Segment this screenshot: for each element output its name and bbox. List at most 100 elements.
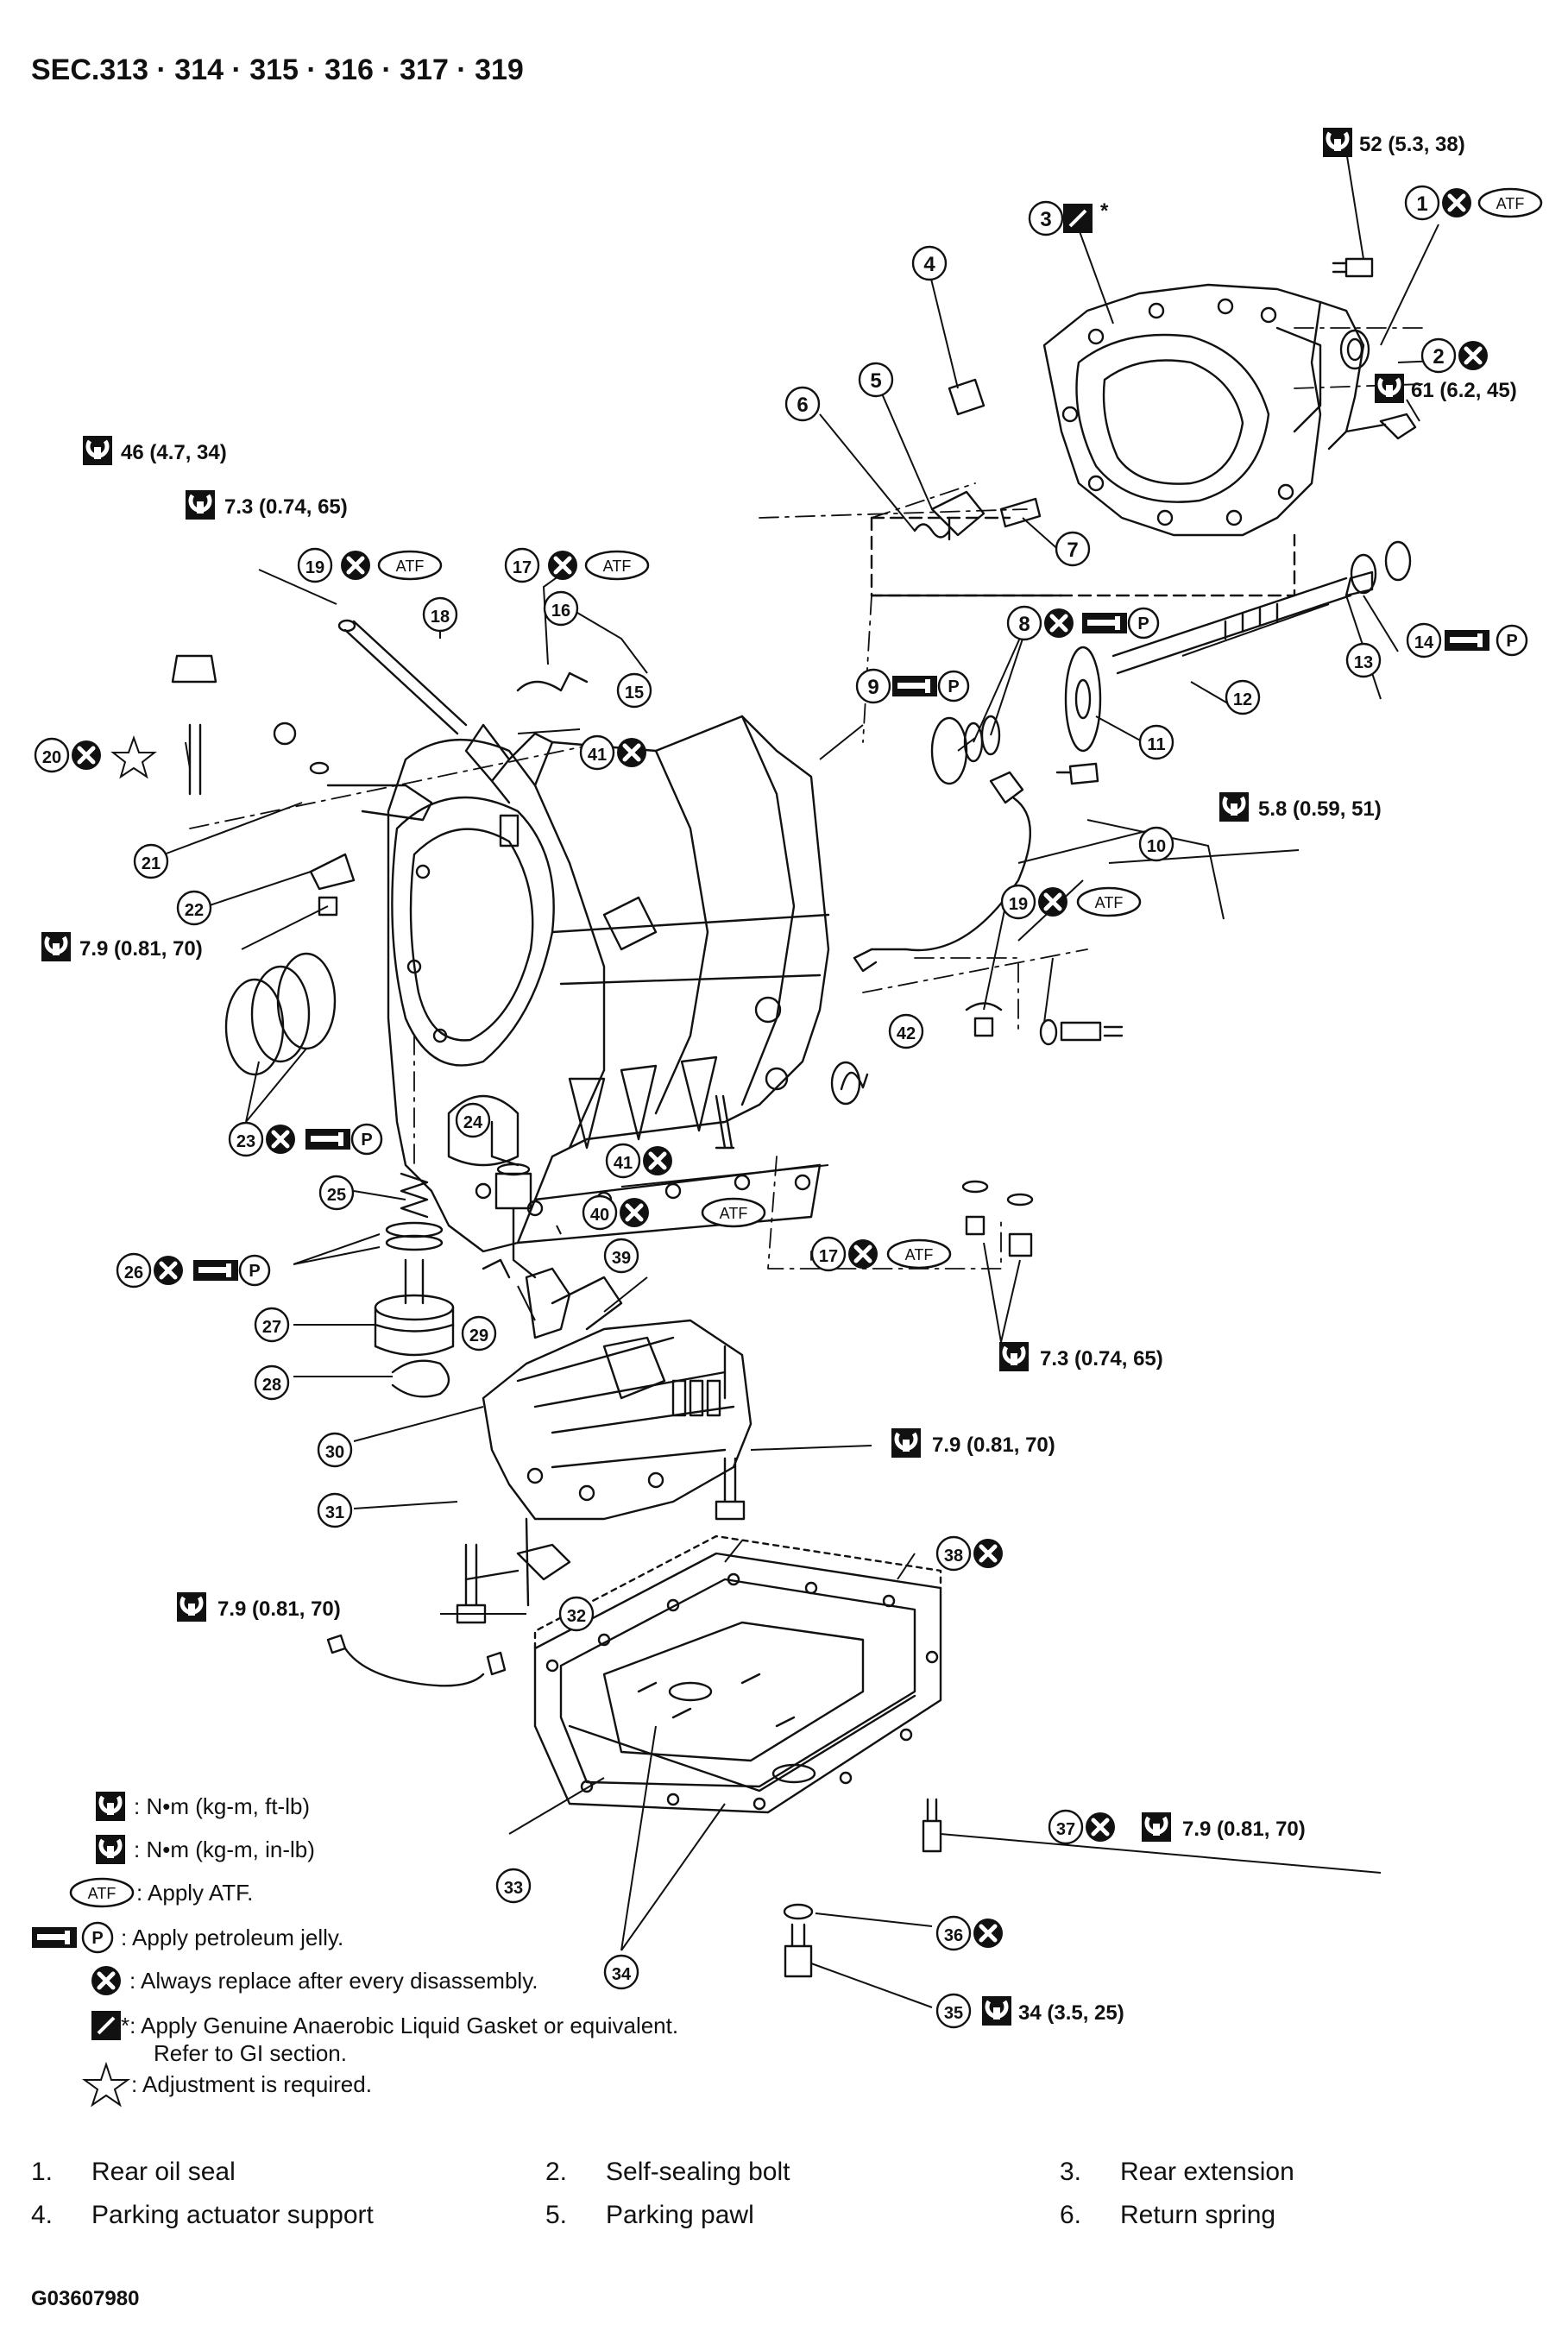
svg-text:: N•m (kg-m, in-lb): : N•m (kg-m, in-lb) bbox=[134, 1837, 315, 1862]
parking-pawl bbox=[930, 490, 986, 541]
callout-32: 32 bbox=[558, 1596, 595, 1632]
svg-text:8: 8 bbox=[1018, 613, 1030, 636]
output-shaft bbox=[1111, 570, 1374, 675]
svg-text:ATF: ATF bbox=[905, 1246, 934, 1263]
svg-text:41: 41 bbox=[588, 746, 607, 765]
torque-spec-7-3-upper: 7.3 (0.74, 65) bbox=[186, 490, 348, 520]
rear-oil-seal bbox=[1339, 329, 1370, 370]
callout-16: 16 bbox=[543, 590, 579, 627]
svg-text:19: 19 bbox=[1009, 895, 1028, 914]
torque-spec-7-9-pan: 7.9 (0.81, 70) bbox=[1142, 1812, 1306, 1842]
svg-text:15: 15 bbox=[625, 684, 644, 703]
callout-34: 34 bbox=[603, 1954, 639, 1990]
svg-text:46 (4.7, 34): 46 (4.7, 34) bbox=[121, 441, 227, 464]
detent-lever bbox=[507, 732, 554, 761]
callout-6: 6 bbox=[784, 386, 821, 422]
svg-text:*: Apply Genuine Anaerobic Liq: *: Apply Genuine Anaerobic Liquid Gasket… bbox=[121, 2013, 678, 2038]
svg-text:7.9 (0.81, 70): 7.9 (0.81, 70) bbox=[79, 937, 203, 961]
svg-text:22: 22 bbox=[185, 901, 204, 920]
parking-gear bbox=[1064, 646, 1102, 753]
svg-text:36: 36 bbox=[944, 1926, 963, 1945]
callout-24: 24 bbox=[455, 1102, 491, 1138]
callout-1: 1 bbox=[1404, 185, 1440, 221]
svg-text:35: 35 bbox=[944, 2004, 963, 2023]
svg-text:10: 10 bbox=[1147, 837, 1166, 856]
torque-wrench-icon bbox=[96, 1792, 125, 1821]
callout-22: 22 bbox=[176, 890, 212, 926]
section-title: SEC.313 · 314 · 315 · 316 · 317 · 319 bbox=[31, 54, 524, 86]
rear-extension bbox=[1042, 283, 1365, 537]
svg-text:61 (6.2, 45): 61 (6.2, 45) bbox=[1411, 379, 1517, 402]
svg-text:17: 17 bbox=[513, 558, 532, 577]
legend-row-replace: : Always replace after every disassembly… bbox=[91, 1966, 538, 1995]
torque-spec-52: 52 (5.3, 38) bbox=[1323, 128, 1465, 157]
torque-spec-5-8: 5.8 (0.59, 51) bbox=[1219, 792, 1382, 822]
svg-text:: Always replace after every d: : Always replace after every disassembly… bbox=[129, 1968, 538, 1994]
svg-text:ATF: ATF bbox=[720, 1205, 748, 1222]
svg-text:P: P bbox=[361, 1131, 372, 1150]
atf-symbols: ATF ATF ATF ATF ATF ATF bbox=[377, 187, 1543, 1270]
parking-actuator bbox=[464, 1543, 571, 1581]
svg-text:: Apply petroleum jelly.: : Apply petroleum jelly. bbox=[121, 1925, 343, 1950]
callout-3: 3 bbox=[1028, 200, 1064, 236]
snap-ring bbox=[391, 1359, 450, 1398]
svg-text:5: 5 bbox=[870, 369, 881, 393]
svg-text:29: 29 bbox=[469, 1326, 488, 1345]
callout-10: 10 bbox=[1138, 826, 1174, 862]
callout-31: 31 bbox=[317, 1492, 353, 1528]
callout-15: 15 bbox=[616, 672, 652, 709]
legend-row-jelly: P: Apply petroleum jelly. bbox=[32, 1921, 343, 1954]
svg-text:4: 4 bbox=[923, 253, 935, 276]
part-item: 4.Parking actuator support bbox=[31, 2201, 374, 2229]
svg-text:28: 28 bbox=[262, 1376, 281, 1395]
thrust-washer bbox=[930, 716, 968, 785]
petroleum-jelly-symbols: P P P P P bbox=[193, 607, 1528, 1287]
svg-text:39: 39 bbox=[612, 1249, 631, 1268]
svg-text:41: 41 bbox=[614, 1154, 633, 1173]
svg-text:30: 30 bbox=[325, 1443, 344, 1462]
callout-13: 13 bbox=[1345, 642, 1382, 678]
callout-36: 36 bbox=[935, 1915, 972, 1951]
transmission-case bbox=[387, 715, 830, 1253]
callout-26: 26 bbox=[116, 1252, 152, 1289]
legend-row-torque-ftlb: : N•m (kg-m, ft-lb) bbox=[96, 1792, 310, 1821]
svg-text:52 (5.3, 38): 52 (5.3, 38) bbox=[1359, 133, 1465, 156]
svg-text:20: 20 bbox=[42, 748, 61, 767]
callout-19b: 19 bbox=[1000, 884, 1036, 920]
part-item: 5.Parking pawl bbox=[545, 2201, 754, 2229]
petroleum-jelly-icon bbox=[32, 1927, 77, 1948]
callout-35: 35 bbox=[935, 1993, 972, 2029]
svg-text:ATF: ATF bbox=[1496, 195, 1525, 212]
svg-text:Refer to GI section.: Refer to GI section. bbox=[154, 2040, 347, 2066]
svg-text:2: 2 bbox=[1433, 345, 1444, 369]
svg-text:1: 1 bbox=[1416, 192, 1427, 216]
svg-text:14: 14 bbox=[1414, 633, 1434, 652]
svg-text:34 (3.5, 25): 34 (3.5, 25) bbox=[1018, 2001, 1124, 2025]
svg-text:ATF: ATF bbox=[88, 1885, 116, 1902]
callout-29: 29 bbox=[461, 1315, 497, 1352]
callout-40: 40 bbox=[582, 1194, 618, 1231]
svg-text:34: 34 bbox=[612, 1965, 632, 1984]
callout-42: 42 bbox=[888, 1013, 924, 1049]
callout-7: 7 bbox=[1055, 531, 1091, 567]
callout-38: 38 bbox=[935, 1535, 972, 1572]
svg-text:ATF: ATF bbox=[396, 558, 425, 575]
callout-41b: 41 bbox=[605, 1143, 641, 1179]
callout-14: 14 bbox=[1406, 622, 1442, 658]
part-item: 6.Return spring bbox=[1060, 2201, 1276, 2229]
callout-23: 23 bbox=[228, 1121, 264, 1157]
callout-28: 28 bbox=[254, 1364, 290, 1401]
callout-33: 33 bbox=[495, 1868, 532, 1904]
torque-spec-7-9-lower: 7.9 (0.81, 70) bbox=[177, 1592, 341, 1622]
detent-spring bbox=[309, 853, 356, 891]
torque-spec-7-9-left: 7.9 (0.81, 70) bbox=[41, 932, 203, 961]
revolution-sensor bbox=[853, 771, 1032, 973]
svg-text:: Adjustment is required.: : Adjustment is required. bbox=[131, 2071, 372, 2097]
callout-18: 18 bbox=[422, 596, 458, 633]
callout-9: 9 bbox=[855, 668, 891, 704]
pawl-shaft bbox=[999, 497, 1042, 528]
part-item: 1.Rear oil seal bbox=[31, 2158, 236, 2186]
svg-text:24: 24 bbox=[463, 1113, 483, 1132]
callout-25: 25 bbox=[318, 1175, 355, 1211]
svg-text:12: 12 bbox=[1233, 690, 1252, 709]
